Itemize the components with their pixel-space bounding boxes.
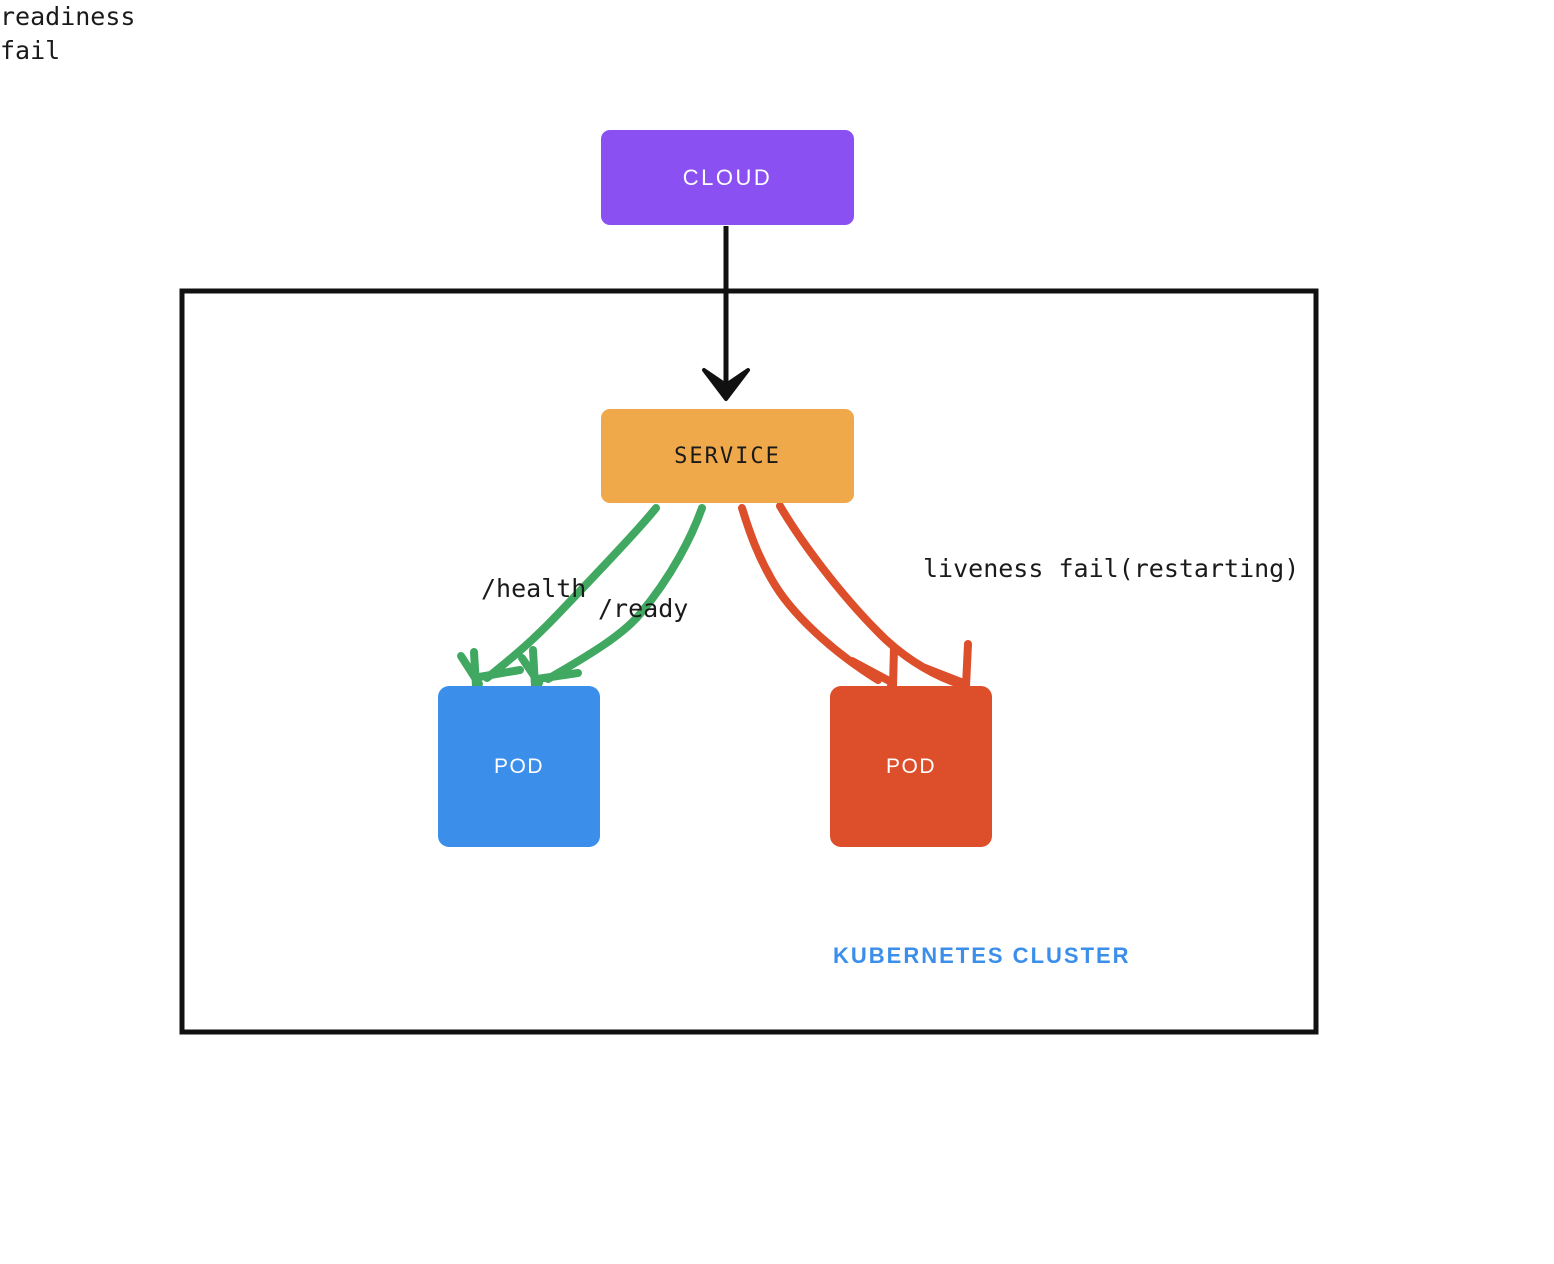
edge-label-liveness-fail: liveness fail(restarting) (923, 554, 1300, 583)
node-pod-failing[interactable]: POD (830, 686, 992, 847)
edge-label-readiness-fail-line1: readiness (0, 2, 136, 31)
node-pod-healthy[interactable]: POD (438, 686, 600, 847)
edge-liveness-fail (776, 502, 972, 690)
node-service[interactable]: SERVICE (601, 409, 854, 503)
edge-label-readiness-fail: readiness fail (0, 0, 1554, 68)
kubernetes-cluster-boundary (179, 288, 1319, 1035)
edge-label-readiness-fail-line2: fail (0, 36, 61, 65)
edge-readiness-fail (738, 504, 898, 690)
edge-label-health: /health (481, 574, 587, 603)
edge-cloud-to-service (702, 226, 750, 401)
node-service-label: SERVICE (674, 443, 781, 469)
edge-ready-probe (518, 504, 706, 690)
edge-label-ready: /ready (598, 594, 689, 623)
node-cloud[interactable]: CLOUD (601, 130, 854, 225)
edge-health-probe (457, 504, 660, 690)
node-cloud-label: CLOUD (682, 164, 773, 190)
kubernetes-cluster-caption: KUBERNETES CLUSTER (833, 943, 1131, 968)
node-pod-failing-label: POD (885, 754, 936, 778)
node-pod-healthy-label: POD (493, 754, 544, 778)
